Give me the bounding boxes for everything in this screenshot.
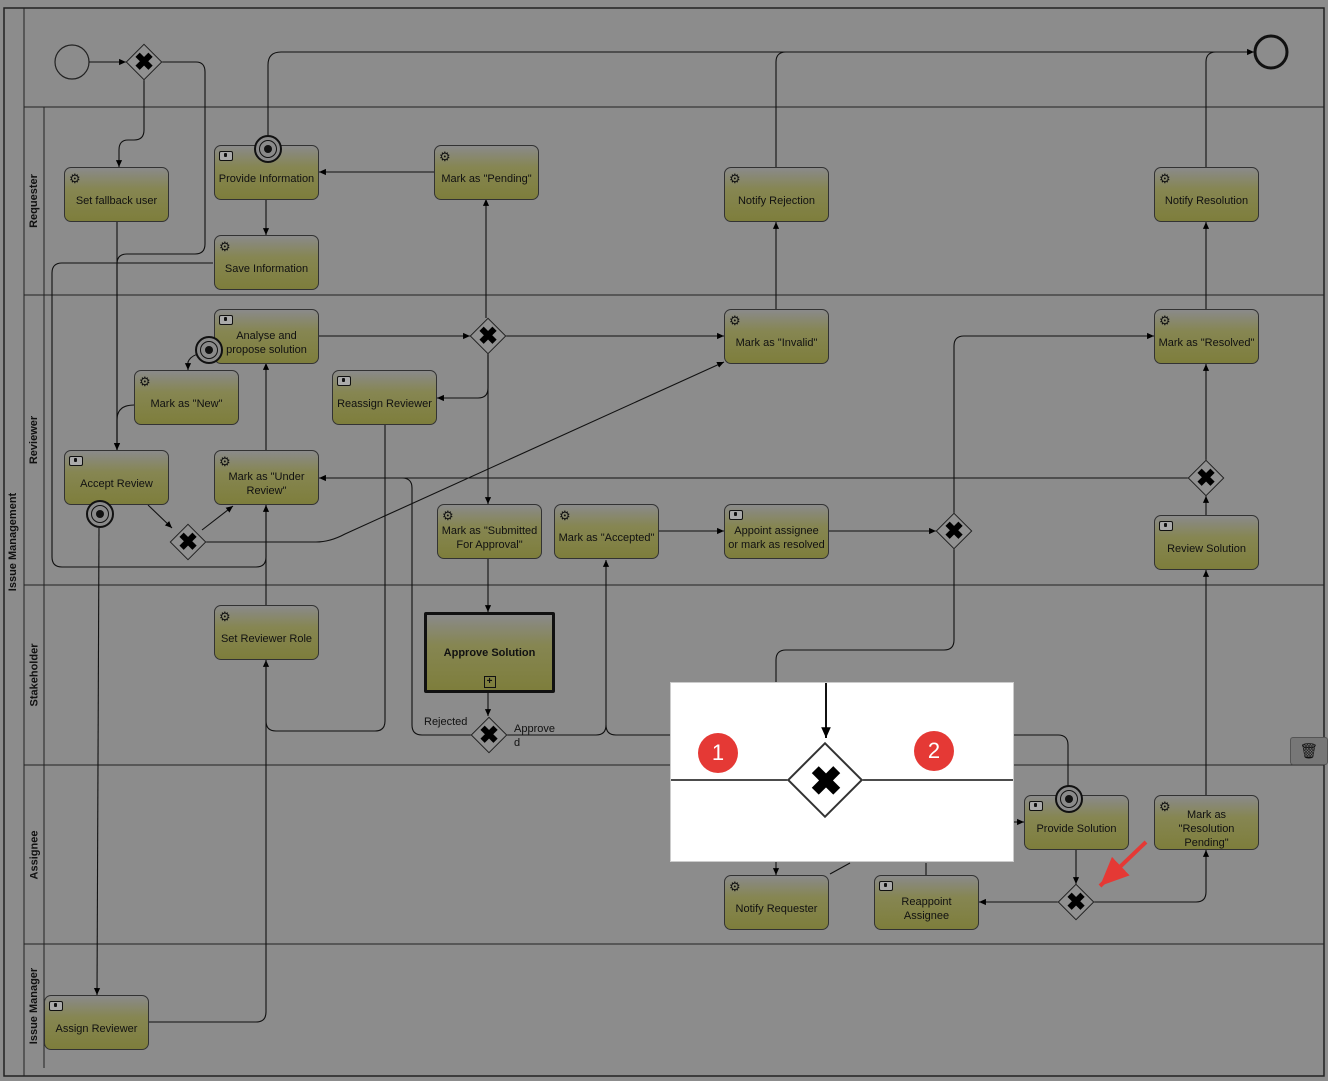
task-mark-invalid[interactable]: ⚙Mark as "Invalid" — [724, 309, 829, 364]
task-analyse-propose[interactable]: Analyse and propose solution — [214, 309, 319, 364]
lane-label-issue-manager: Issue Manager — [28, 967, 41, 1045]
task-mark-submitted[interactable]: ⚙Mark as "Submitted For Approval" — [437, 504, 542, 559]
timer-event-icon[interactable] — [254, 135, 282, 163]
timer-event-icon[interactable] — [1055, 785, 1083, 813]
gear-icon: ⚙ — [729, 313, 741, 328]
user-task-icon — [729, 510, 743, 520]
gear-icon: ⚙ — [219, 454, 231, 469]
user-task-icon — [49, 1001, 63, 1011]
task-set-fallback-user[interactable]: ⚙Set fallback user — [64, 167, 169, 222]
gear-icon: ⚙ — [1159, 171, 1171, 186]
lane-label-requester: Requester — [28, 174, 41, 228]
gateway-x-icon: ✖ — [1195, 464, 1217, 492]
gear-icon: ⚙ — [439, 149, 451, 164]
edge-label-rejected: Rejected — [424, 716, 468, 728]
gear-icon: ⚙ — [69, 171, 81, 186]
task-notify-rejection[interactable]: ⚙Notify Rejection — [724, 167, 829, 222]
user-task-icon — [69, 456, 83, 466]
user-task-icon — [1029, 801, 1043, 811]
user-task-icon — [219, 151, 233, 161]
gear-icon: ⚙ — [219, 609, 231, 624]
gear-icon: ⚙ — [729, 171, 741, 186]
task-review-solution[interactable]: Review Solution — [1154, 515, 1259, 570]
task-mark-accepted[interactable]: ⚙Mark as "Accepted" — [554, 504, 659, 559]
gateway-x-icon: ✖ — [943, 517, 965, 545]
task-reassign-reviewer[interactable]: Reassign Reviewer — [332, 370, 437, 425]
expand-icon[interactable]: + — [483, 676, 496, 688]
task-reappoint-assignee[interactable]: Reappoint Assignee — [874, 875, 979, 930]
task-appoint-assignee[interactable]: Appoint assignee or mark as resolved — [724, 504, 829, 559]
gateway-x-icon: ✖ — [1065, 888, 1087, 916]
task-mark-under-review[interactable]: ⚙Mark as "Under Review" — [214, 450, 319, 505]
task-assign-reviewer[interactable]: Assign Reviewer — [44, 995, 149, 1050]
task-save-information[interactable]: ⚙Save Information — [214, 235, 319, 290]
gateway-x-icon: ✖ — [478, 721, 500, 749]
task-notify-requester[interactable]: ⚙Notify Requester — [724, 875, 829, 930]
task-mark-resolved[interactable]: ⚙Mark as "Resolved" — [1154, 309, 1259, 364]
pool-label: Issue Management — [7, 492, 20, 592]
gateway-x-icon: ✖ — [809, 760, 843, 804]
gateway-x-icon: ✖ — [133, 48, 155, 76]
lane-label-stakeholder: Stakeholder — [28, 643, 40, 707]
task-notify-resolution[interactable]: ⚙Notify Resolution — [1154, 167, 1259, 222]
gear-icon: ⚙ — [559, 508, 571, 523]
gateway-x-icon: ✖ — [477, 322, 499, 350]
gateway-x-icon: ✖ — [177, 528, 199, 556]
callout-badge-1: 1 — [698, 733, 738, 773]
gear-icon: ⚙ — [442, 508, 454, 523]
gear-icon: ⚙ — [139, 374, 151, 389]
trash-icon[interactable]: 🗑 — [1290, 737, 1328, 765]
task-accept-review[interactable]: Accept Review — [64, 450, 169, 505]
lane-label-reviewer: Reviewer — [28, 415, 40, 465]
timer-event-icon[interactable] — [195, 336, 223, 364]
edge-label-approved: Approved — [514, 723, 555, 749]
subprocess-approve-solution[interactable]: Approve Solution+ — [424, 612, 555, 693]
user-task-icon — [337, 376, 351, 386]
timer-event-icon[interactable] — [86, 500, 114, 528]
user-task-icon — [219, 315, 233, 325]
gear-icon: ⚙ — [1159, 799, 1171, 814]
task-set-reviewer-role[interactable]: ⚙Set Reviewer Role — [214, 605, 319, 660]
zoom-inset-panel: ✖ 1 2 — [670, 682, 1014, 862]
callout-badge-2: 2 — [914, 731, 954, 771]
user-task-icon — [879, 881, 893, 891]
gear-icon: ⚙ — [219, 239, 231, 254]
task-mark-resolution-pending[interactable]: ⚙Mark as "Resolution Pending" — [1154, 795, 1259, 850]
lane-label-assignee: Assignee — [28, 830, 41, 879]
gear-icon: ⚙ — [1159, 313, 1171, 328]
user-task-icon — [1159, 521, 1173, 531]
task-mark-pending[interactable]: ⚙Mark as "Pending" — [434, 145, 539, 200]
task-mark-new[interactable]: ⚙Mark as "New" — [134, 370, 239, 425]
gear-icon: ⚙ — [729, 879, 741, 894]
